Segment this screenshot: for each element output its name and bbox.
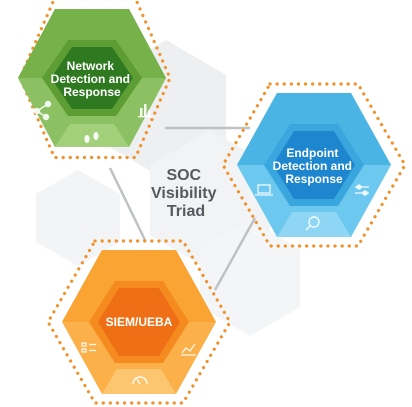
edr-bottom-segment — [277, 212, 351, 237]
edr-hexagon: Endpoint Detection and Response — [221, 82, 407, 248]
checklist-icon — [81, 342, 96, 353]
edr-label-line-3: Response — [285, 172, 343, 186]
ndr-dotted-border — [18, 0, 172, 160]
svg-text:Endpoint Detection and: Endpoint Detection and Response — [273, 146, 356, 186]
ndr-bottom-segment — [55, 124, 129, 147]
laptop-icon — [255, 184, 273, 196]
center-title-line-2: Visibility — [151, 185, 217, 202]
connector-edr-siem — [213, 217, 257, 291]
siem-hexagon: SIEM/UEBA — [46, 239, 232, 405]
background-hex-left — [36, 170, 120, 266]
siem-label: SIEM/UEBA — [106, 315, 173, 329]
center-title-line-1: SOC — [166, 167, 201, 184]
line-chart-icon — [181, 343, 196, 356]
ndr-label-line-3: Response — [63, 85, 121, 99]
magnifier-icon — [305, 216, 320, 231]
edr-label-line-2: Detection and — [273, 159, 352, 173]
ndr-inner-hex — [51, 47, 133, 109]
connector-lines — [108, 126, 257, 291]
edr-label-line-1: Endpoint — [286, 146, 338, 160]
ndr-hexagon: Network Detection and Response — [18, 0, 172, 160]
svg-text:Network Detection and: Network Detection and Response — [51, 59, 134, 99]
gauge-icon — [132, 376, 148, 385]
bar-chart-icon — [138, 104, 153, 118]
siem-inner-hex — [98, 288, 180, 356]
sliders-icon — [355, 184, 369, 196]
background-hex-bottom — [200, 220, 300, 336]
svg-text:SOC Visibility Tri: SOC Visibility Triad — [151, 167, 221, 220]
ndr-label-line-2: Detection and — [51, 72, 130, 86]
center-title-line-3: Triad — [167, 203, 205, 220]
footprints-icon — [84, 132, 99, 143]
ndr-label-line-1: Network — [67, 59, 115, 73]
edr-inner-hex — [273, 131, 355, 199]
network-nodes-icon — [33, 100, 52, 121]
connector-ndr-siem — [108, 167, 147, 241]
